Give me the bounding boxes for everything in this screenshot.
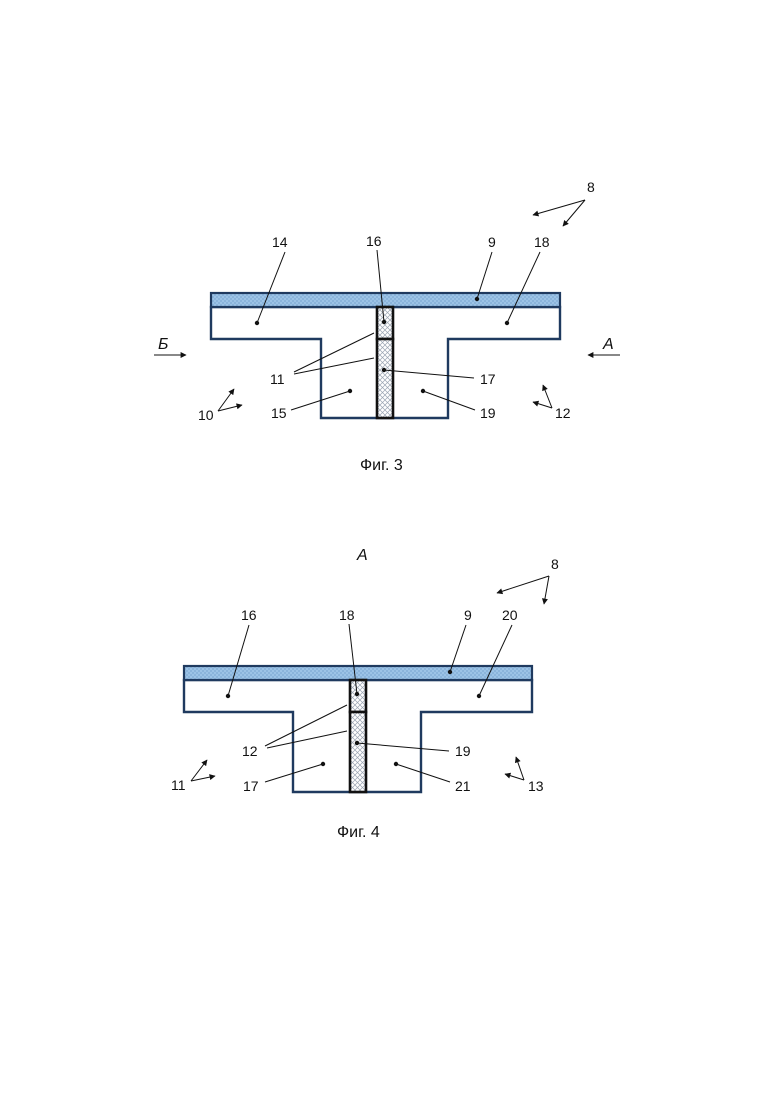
wall-lower [377,339,393,418]
assembly-arrows [497,576,549,604]
label-right-bottom: 19 [480,405,496,421]
label-assembly: 8 [587,179,595,195]
label-wall-bottom: 17 [480,371,496,387]
label-right-top: 20 [502,607,518,623]
label-wall-top: 18 [339,607,355,623]
label-plate: 9 [488,234,496,250]
wall-upper [350,680,366,712]
direction-arrows-left [191,760,215,781]
label-left-arrow: 10 [198,407,214,423]
label-left-bottom: 17 [243,778,259,794]
label-wall-bottom: 19 [455,743,471,759]
label-right-arrow: 12 [555,405,571,421]
label-right-arrow: 13 [528,778,544,794]
label-left-arrow: 11 [171,777,186,793]
label-right-bottom: 21 [455,778,471,794]
label-wall-top: 16 [366,233,382,249]
label-left-top: 16 [241,607,257,623]
figure-3: 8 9 14 16 18 11 17 15 19 10 12 Б А Фиг. … [154,179,620,474]
label-walls: 11 [270,371,285,387]
figure-4: А 8 9 16 18 [171,547,559,841]
view-letter-title: А [356,547,368,564]
direction-arrows-left [218,389,242,411]
view-letter-left: Б [158,336,168,353]
assembly-arrows [533,200,585,226]
figure-caption: Фиг. 4 [337,824,380,841]
label-right-top: 18 [534,234,550,250]
label-walls: 12 [242,743,258,759]
label-assembly: 8 [551,556,559,572]
label-left-top: 14 [272,234,288,250]
figure-caption: Фиг. 3 [360,457,403,474]
label-plate: 9 [464,607,472,623]
direction-arrows-right [505,757,524,780]
view-letter-right: А [602,336,614,353]
direction-arrows-right [533,385,552,408]
label-left-bottom: 15 [271,405,287,421]
top-plate [211,293,560,307]
wall-lower [350,712,366,792]
